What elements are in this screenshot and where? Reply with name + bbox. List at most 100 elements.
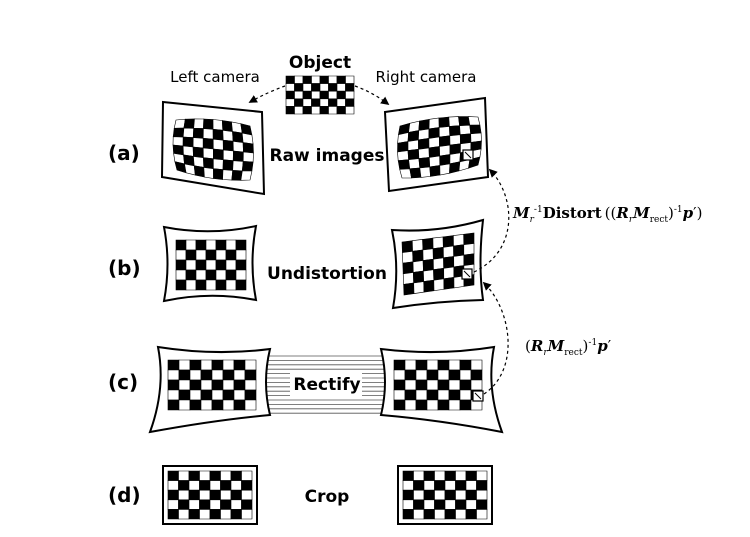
checker-square: [212, 158, 224, 171]
checker-square: [233, 389, 246, 401]
checker-square: [423, 269, 435, 282]
checker-square: [173, 118, 186, 129]
checker-square: [311, 75, 321, 84]
checker-square: [470, 379, 483, 391]
checker-square: [434, 489, 446, 501]
checker-square: [418, 128, 430, 141]
checker-square: [465, 480, 477, 491]
checker-square: [404, 399, 417, 411]
checker-square: [175, 279, 187, 291]
checker-square: [178, 499, 190, 510]
checker-square: [423, 489, 435, 501]
checker-square: [438, 116, 450, 128]
checker-square: [448, 369, 461, 381]
checker-square: [175, 239, 187, 251]
checker-square: [222, 379, 235, 391]
checker-square: [200, 399, 213, 411]
checker-square: [233, 379, 246, 391]
checker-square: [437, 379, 450, 391]
checker-square: [192, 127, 204, 139]
checker-square: [244, 379, 257, 391]
checker-square: [428, 155, 441, 168]
checker-square: [188, 509, 200, 520]
checker-square: [185, 279, 197, 291]
formula-distort: Mr-1Distort((RrMrect)-1p′): [512, 204, 702, 225]
checker-square: [411, 239, 424, 252]
checker-square: [415, 379, 428, 391]
undistorted-right-image: [390, 218, 485, 310]
checker-square: [209, 470, 221, 481]
rectified-left-image: [148, 345, 272, 434]
checker-square: [423, 509, 435, 520]
checker-square: [241, 132, 254, 145]
object-checkerboard: [285, 75, 355, 115]
checker-square: [178, 359, 191, 371]
checker-square: [426, 379, 439, 391]
rectify-label: Rectify: [293, 375, 360, 395]
checker-square: [235, 249, 247, 261]
checker-square: [465, 499, 477, 510]
checker-square: [319, 75, 329, 84]
checker-square: [285, 83, 295, 92]
checker-square: [205, 279, 217, 291]
checker-square: [404, 369, 417, 381]
checker-square: [167, 499, 179, 510]
checker-square: [235, 239, 247, 251]
checker-square: [476, 489, 488, 501]
checker-square: [463, 243, 475, 256]
checker-square: [459, 133, 472, 145]
checker-square: [211, 389, 224, 401]
checker-square: [212, 128, 224, 141]
checker-square: [172, 136, 184, 147]
checker-square: [426, 399, 439, 411]
checker-square: [402, 480, 414, 491]
checker-square: [465, 509, 477, 520]
checker-square: [220, 509, 232, 520]
checker-square: [437, 389, 450, 401]
checker-square: [393, 369, 406, 381]
checker-square: [285, 106, 295, 115]
checker-square: [294, 106, 304, 115]
checker-square: [220, 499, 232, 510]
checker-square: [415, 389, 428, 401]
checker-square: [175, 269, 187, 281]
checker-square: [232, 131, 244, 143]
checker-square: [294, 90, 304, 100]
checker-square: [328, 106, 338, 115]
checker-square: [235, 269, 247, 281]
raw-images-label: Raw images: [269, 146, 384, 166]
checker-square: [319, 90, 329, 100]
checker-square: [178, 489, 190, 501]
checker-square: [402, 470, 414, 481]
checker-square: [225, 279, 237, 291]
checker-square: [418, 157, 431, 169]
checker-square: [415, 369, 428, 381]
checker-square: [202, 147, 214, 160]
checker-square: [393, 389, 406, 401]
checker-square: [415, 399, 428, 411]
checker-square: [178, 369, 191, 381]
checker-square: [285, 75, 295, 84]
checker-square: [232, 140, 244, 153]
checker-square: [211, 399, 224, 411]
checker-square: [178, 389, 191, 401]
checker-square: [225, 269, 237, 281]
checker-square: [404, 379, 417, 391]
checker-square: [178, 399, 191, 411]
checker-square: [241, 470, 253, 481]
checker-square: [469, 124, 482, 135]
checker-square: [455, 480, 467, 491]
checker-square: [422, 258, 434, 272]
checker-square: [328, 90, 338, 100]
raw-left-image: [160, 100, 266, 196]
checker-square: [230, 470, 242, 481]
checker-square: [244, 359, 257, 371]
checker-square: [476, 470, 488, 481]
checker-square: [463, 232, 475, 246]
checker-square: [467, 116, 481, 126]
checker-square: [428, 136, 440, 149]
checker-square: [199, 499, 211, 510]
checker-square: [211, 369, 224, 381]
checker-square: [188, 499, 200, 510]
checker-square: [393, 379, 406, 391]
